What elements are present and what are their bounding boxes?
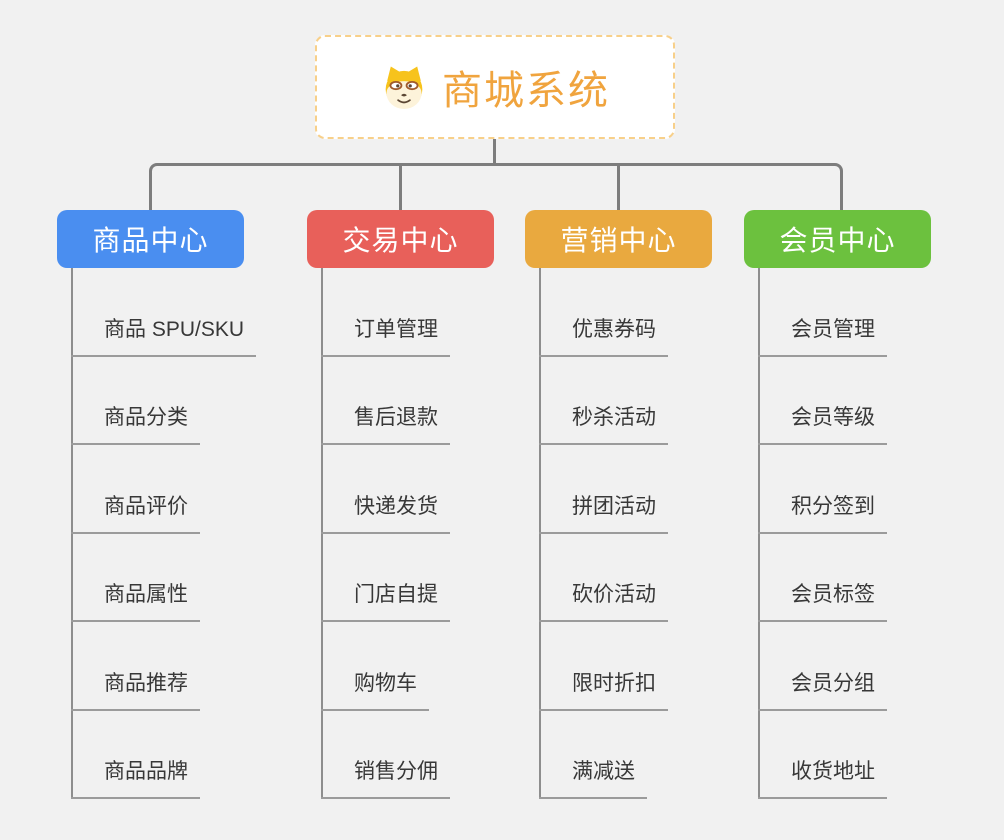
leaf-label: 积分签到 (791, 495, 875, 518)
leaf-label: 销售分佣 (354, 760, 438, 783)
leaf-label: 会员管理 (791, 318, 875, 341)
leaf-node[interactable]: 商品分类 (71, 403, 200, 445)
leaf-label: 售后退款 (354, 406, 438, 429)
leaf-label: 满减送 (572, 760, 635, 783)
connector-root-stem (493, 139, 496, 166)
leaf-node[interactable]: 快递发货 (321, 492, 450, 534)
branch-label: 交易中心 (342, 225, 459, 256)
leaf-label: 商品评价 (104, 495, 188, 518)
leaf-node[interactable]: 收货地址 (758, 757, 887, 799)
leaf-label: 商品分类 (104, 406, 188, 429)
leaf-label: 商品 SPU/SKU (104, 318, 245, 341)
branch-node-trade[interactable]: 交易中心 (307, 210, 494, 268)
leaf-label: 商品推荐 (104, 672, 188, 695)
leaf-node[interactable]: 优惠券码 (539, 315, 668, 357)
connector-drop-marketing (617, 163, 620, 210)
leaf-label: 订单管理 (354, 318, 438, 341)
connector-drop-trade (399, 163, 402, 210)
leaf-node[interactable]: 购物车 (321, 669, 429, 711)
leaf-label: 会员分组 (791, 672, 875, 695)
branch-group-member: 会员中心 会员管理 会员等级 积分签到 会员标签 会员分组 收货地址 (744, 0, 1004, 840)
leaf-label: 购物车 (354, 672, 417, 695)
dog-face-icon (380, 65, 428, 109)
leaf-label: 门店自提 (354, 583, 438, 606)
leaf-label: 会员等级 (791, 406, 875, 429)
leaf-label: 拼团活动 (572, 495, 656, 518)
leaf-label: 收货地址 (791, 760, 875, 783)
leaf-node[interactable]: 会员等级 (758, 403, 887, 445)
branch-node-product[interactable]: 商品中心 (57, 210, 244, 268)
branch-node-member[interactable]: 会员中心 (744, 210, 931, 268)
root-title: 商城系统 (442, 69, 610, 113)
connector-elbow-left (149, 163, 498, 213)
leaf-node[interactable]: 商品 SPU/SKU (71, 315, 257, 357)
leaf-node[interactable]: 会员管理 (758, 315, 887, 357)
leaf-node[interactable]: 砍价活动 (539, 580, 668, 622)
branch-group-marketing: 营销中心 优惠券码 秒杀活动 拼团活动 砍价活动 限时折扣 满减送 (525, 0, 785, 840)
connector-elbow-right (494, 163, 843, 213)
branch-label: 商品中心 (92, 225, 209, 256)
leaf-node[interactable]: 商品品牌 (71, 757, 200, 799)
leaf-label: 砍价活动 (572, 583, 656, 606)
leaf-node[interactable]: 会员标签 (758, 580, 887, 622)
leaf-node[interactable]: 满减送 (539, 757, 647, 799)
leaf-node[interactable]: 拼团活动 (539, 492, 668, 534)
branch-group-trade: 交易中心 订单管理 售后退款 快递发货 门店自提 购物车 销售分佣 (307, 0, 567, 840)
leaf-node[interactable]: 商品推荐 (71, 669, 200, 711)
leaf-node[interactable]: 订单管理 (321, 315, 450, 357)
leaf-node[interactable]: 积分签到 (758, 492, 887, 534)
leaf-node[interactable]: 会员分组 (758, 669, 887, 711)
leaf-label: 商品属性 (104, 583, 188, 606)
leaf-label: 会员标签 (791, 583, 875, 606)
leaf-node[interactable]: 商品评价 (71, 492, 200, 534)
branch-node-marketing[interactable]: 营销中心 (525, 210, 712, 268)
leaf-label: 限时折扣 (572, 672, 656, 695)
leaf-node[interactable]: 销售分佣 (321, 757, 450, 799)
leaf-label: 秒杀活动 (572, 406, 656, 429)
leaf-label: 商品品牌 (104, 760, 188, 783)
leaf-label: 快递发货 (354, 495, 438, 518)
leaf-label: 优惠券码 (572, 318, 656, 341)
root-node[interactable]: 商城系统 (315, 35, 675, 139)
leaf-node[interactable]: 售后退款 (321, 403, 450, 445)
leaf-node[interactable]: 限时折扣 (539, 669, 668, 711)
branch-group-product: 商品中心 商品 SPU/SKU 商品分类 商品评价 商品属性 商品推荐 商品品牌 (57, 0, 317, 840)
branch-label: 营销中心 (560, 225, 677, 256)
branch-label: 会员中心 (779, 225, 896, 256)
leaf-node[interactable]: 秒杀活动 (539, 403, 668, 445)
leaf-node[interactable]: 商品属性 (71, 580, 200, 622)
leaf-node[interactable]: 门店自提 (321, 580, 450, 622)
